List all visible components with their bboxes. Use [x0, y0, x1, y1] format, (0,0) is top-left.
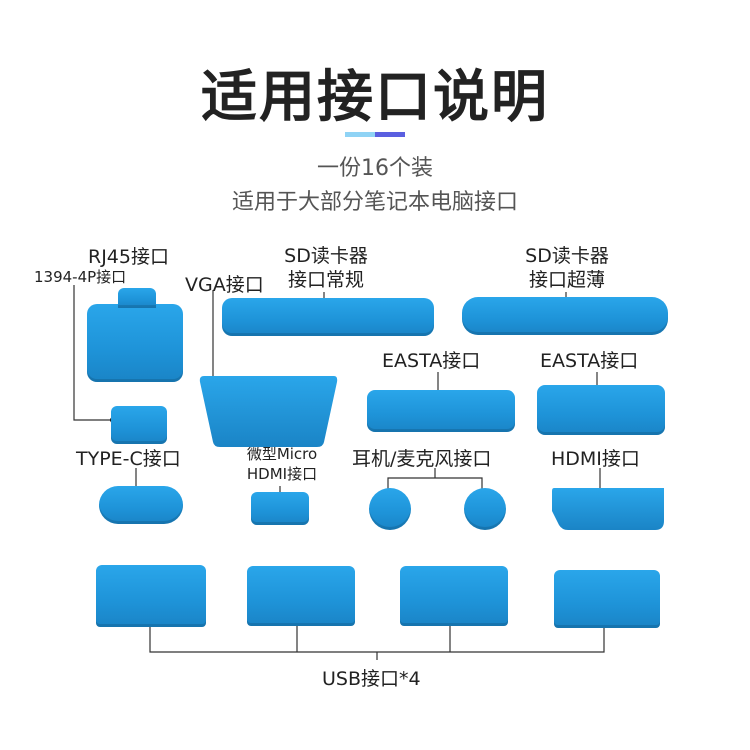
plug-micro-hdmi [251, 492, 309, 525]
label-micro-hdmi-line1: 微型Micro [246, 445, 318, 463]
accent-bar-dark [375, 132, 405, 137]
label-vga: VGA接口 [185, 274, 264, 296]
label-usb: USB接口*4 [322, 668, 421, 690]
label-sd-regular-line2: 接口常规 [287, 269, 364, 291]
plug-audio-1 [369, 488, 411, 530]
plug-easta-2 [537, 385, 665, 435]
label-sd-thin-line2: 接口超薄 [528, 269, 605, 291]
plug-hdmi [552, 488, 664, 530]
label-sd-thin: SD读卡器 接口超薄 [515, 244, 619, 292]
plug-rj45-tab [118, 288, 156, 308]
plug-vga [199, 376, 338, 447]
label-hdmi: HDMI接口 [551, 448, 640, 470]
label-audio: 耳机/麦克风接口 [352, 448, 492, 470]
page-title: 适用接口说明 [201, 65, 549, 130]
plug-usb-1 [96, 565, 206, 627]
label-easta-1: EASTA接口 [382, 350, 481, 372]
plug-sd-thin [462, 297, 668, 335]
plug-audio-2 [464, 488, 506, 530]
label-1394: 1394-4P接口 [34, 268, 127, 286]
label-sd-regular: SD读卡器 接口常规 [274, 244, 378, 292]
subtitle-compat: 适用于大部分笔记本电脑接口 [231, 190, 518, 215]
plug-usb-2 [247, 566, 355, 626]
label-rj45: RJ45接口 [88, 246, 169, 268]
subtitle-count: 一份16个装 [317, 156, 433, 181]
plug-typec [99, 486, 183, 524]
plug-rj45 [87, 304, 183, 382]
label-easta-2: EASTA接口 [540, 350, 639, 372]
plug-easta-1 [367, 390, 515, 432]
label-sd-regular-line1: SD读卡器 [284, 245, 368, 267]
plug-1394 [111, 406, 167, 444]
plug-sd-regular [222, 298, 434, 336]
label-micro-hdmi-line2: HDMI接口 [246, 465, 318, 483]
label-typec: TYPE-C接口 [76, 448, 181, 470]
label-sd-thin-line1: SD读卡器 [525, 245, 609, 267]
plug-usb-3 [400, 566, 508, 626]
plug-usb-4 [554, 570, 660, 628]
accent-bar-light [345, 132, 375, 137]
label-micro-hdmi: 微型Micro HDMI接口 [232, 444, 332, 484]
